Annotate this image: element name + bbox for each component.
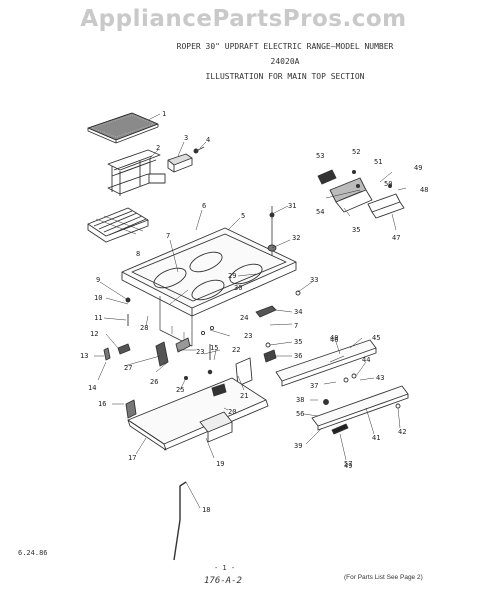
part-backguard-channel [275, 339, 377, 387]
callout-6: 6 [202, 202, 206, 210]
callout-25: 25 [176, 386, 184, 394]
part-rod [173, 481, 187, 561]
callout-22: 22 [232, 346, 240, 354]
callout-51: 51 [374, 158, 382, 166]
part-terminal-block [167, 146, 205, 173]
callout-54: 54 [316, 208, 324, 216]
callout-10: 10 [94, 294, 102, 302]
callout-35b: 35 [352, 226, 360, 234]
part-oven-rack [87, 207, 149, 243]
part-bottom-panel [125, 377, 269, 451]
footer-handwritten-code: 176-A-2 [204, 576, 242, 586]
callout-11: 11 [94, 314, 102, 322]
callout-44: 44 [362, 356, 370, 364]
callout-12: 12 [90, 330, 98, 338]
callout-37: 37 [310, 382, 318, 390]
footer-date: 6.24.86 [18, 549, 48, 557]
callout-4: 4 [206, 136, 210, 144]
callout-16: 16 [98, 400, 106, 408]
callout-52: 52 [352, 148, 360, 156]
callout-27: 27 [124, 364, 132, 372]
callout-30: 30 [234, 284, 242, 292]
footer-page-number: - 1 - [214, 564, 236, 572]
callout-56: 56 [296, 410, 304, 418]
part-broiler-grid [87, 112, 159, 144]
callout-40: 40 [330, 334, 338, 342]
callout-28: 28 [140, 324, 148, 332]
callout-17: 17 [128, 454, 136, 462]
callout-32: 32 [292, 234, 300, 242]
callout-1: 1 [162, 110, 166, 118]
callout-45: 45 [372, 334, 380, 342]
callout-14: 14 [88, 384, 96, 392]
callout-38: 38 [296, 396, 304, 404]
callout-7a: 7 [166, 232, 170, 240]
part-lower-channel [311, 385, 409, 435]
callout-8: 8 [136, 250, 140, 258]
callout-2: 2 [156, 144, 160, 152]
callout-34: 34 [294, 308, 302, 316]
callout-29: 29 [228, 272, 236, 280]
callout-18: 18 [202, 506, 210, 514]
part-left-hardware [103, 297, 131, 361]
callout-19: 19 [216, 460, 224, 468]
callout-31: 31 [288, 202, 296, 210]
callout-47: 47 [392, 234, 400, 242]
callout-33: 33 [310, 276, 318, 284]
callout-46: 46 [330, 336, 338, 344]
diagram-title-line-1: ROPER 30" UPDRAFT ELECTRIC RANGE—MODEL N… [176, 42, 394, 51]
callout-3: 3 [184, 134, 188, 142]
callout-42: 42 [398, 428, 406, 436]
callout-20: 20 [228, 408, 236, 416]
part-center-brackets [155, 337, 253, 387]
diagram-title-line-2: 24020A [270, 57, 300, 66]
callout-39: 39 [294, 442, 302, 450]
callout-21: 21 [240, 392, 248, 400]
part-main-top [121, 227, 297, 347]
leader-lines [94, 113, 407, 509]
callout-13: 13 [80, 352, 88, 360]
callout-41: 41 [372, 434, 380, 442]
part-switch-assembly [317, 169, 405, 219]
callout-23b: 23 [196, 348, 204, 356]
callout-53: 53 [316, 152, 324, 160]
callout-43: 43 [376, 374, 384, 382]
watermark: AppliancePartsPros.com [80, 6, 407, 32]
callout-26: 26 [150, 378, 158, 386]
callout-36: 36 [294, 352, 302, 360]
callout-49b: 49 [344, 462, 352, 470]
part-junction-box [199, 383, 233, 443]
part-receptacle [267, 206, 277, 256]
callout-49a: 49 [414, 164, 422, 172]
callout-23a: 23 [244, 332, 252, 340]
callout-48: 48 [420, 186, 428, 194]
diagram-title-line-3: ILLUSTRATION FOR MAIN TOP SECTION [205, 72, 365, 81]
callout-5: 5 [241, 212, 245, 220]
callout-57: 57 [344, 460, 352, 468]
callout-50: 50 [384, 180, 392, 188]
callout-7b: 7 [294, 322, 298, 330]
callout-24: 24 [240, 314, 248, 322]
callout-labels: 1 2 3 4 5 6 7 7 8 9 10 11 12 13 14 15 16… [80, 110, 428, 514]
callout-15: 15 [210, 344, 218, 352]
footer-parts-note: (For Parts List See Page 2) [344, 574, 423, 581]
callout-35a: 35 [294, 338, 302, 346]
part-bake-element [107, 149, 166, 196]
callout-9: 9 [96, 276, 100, 284]
